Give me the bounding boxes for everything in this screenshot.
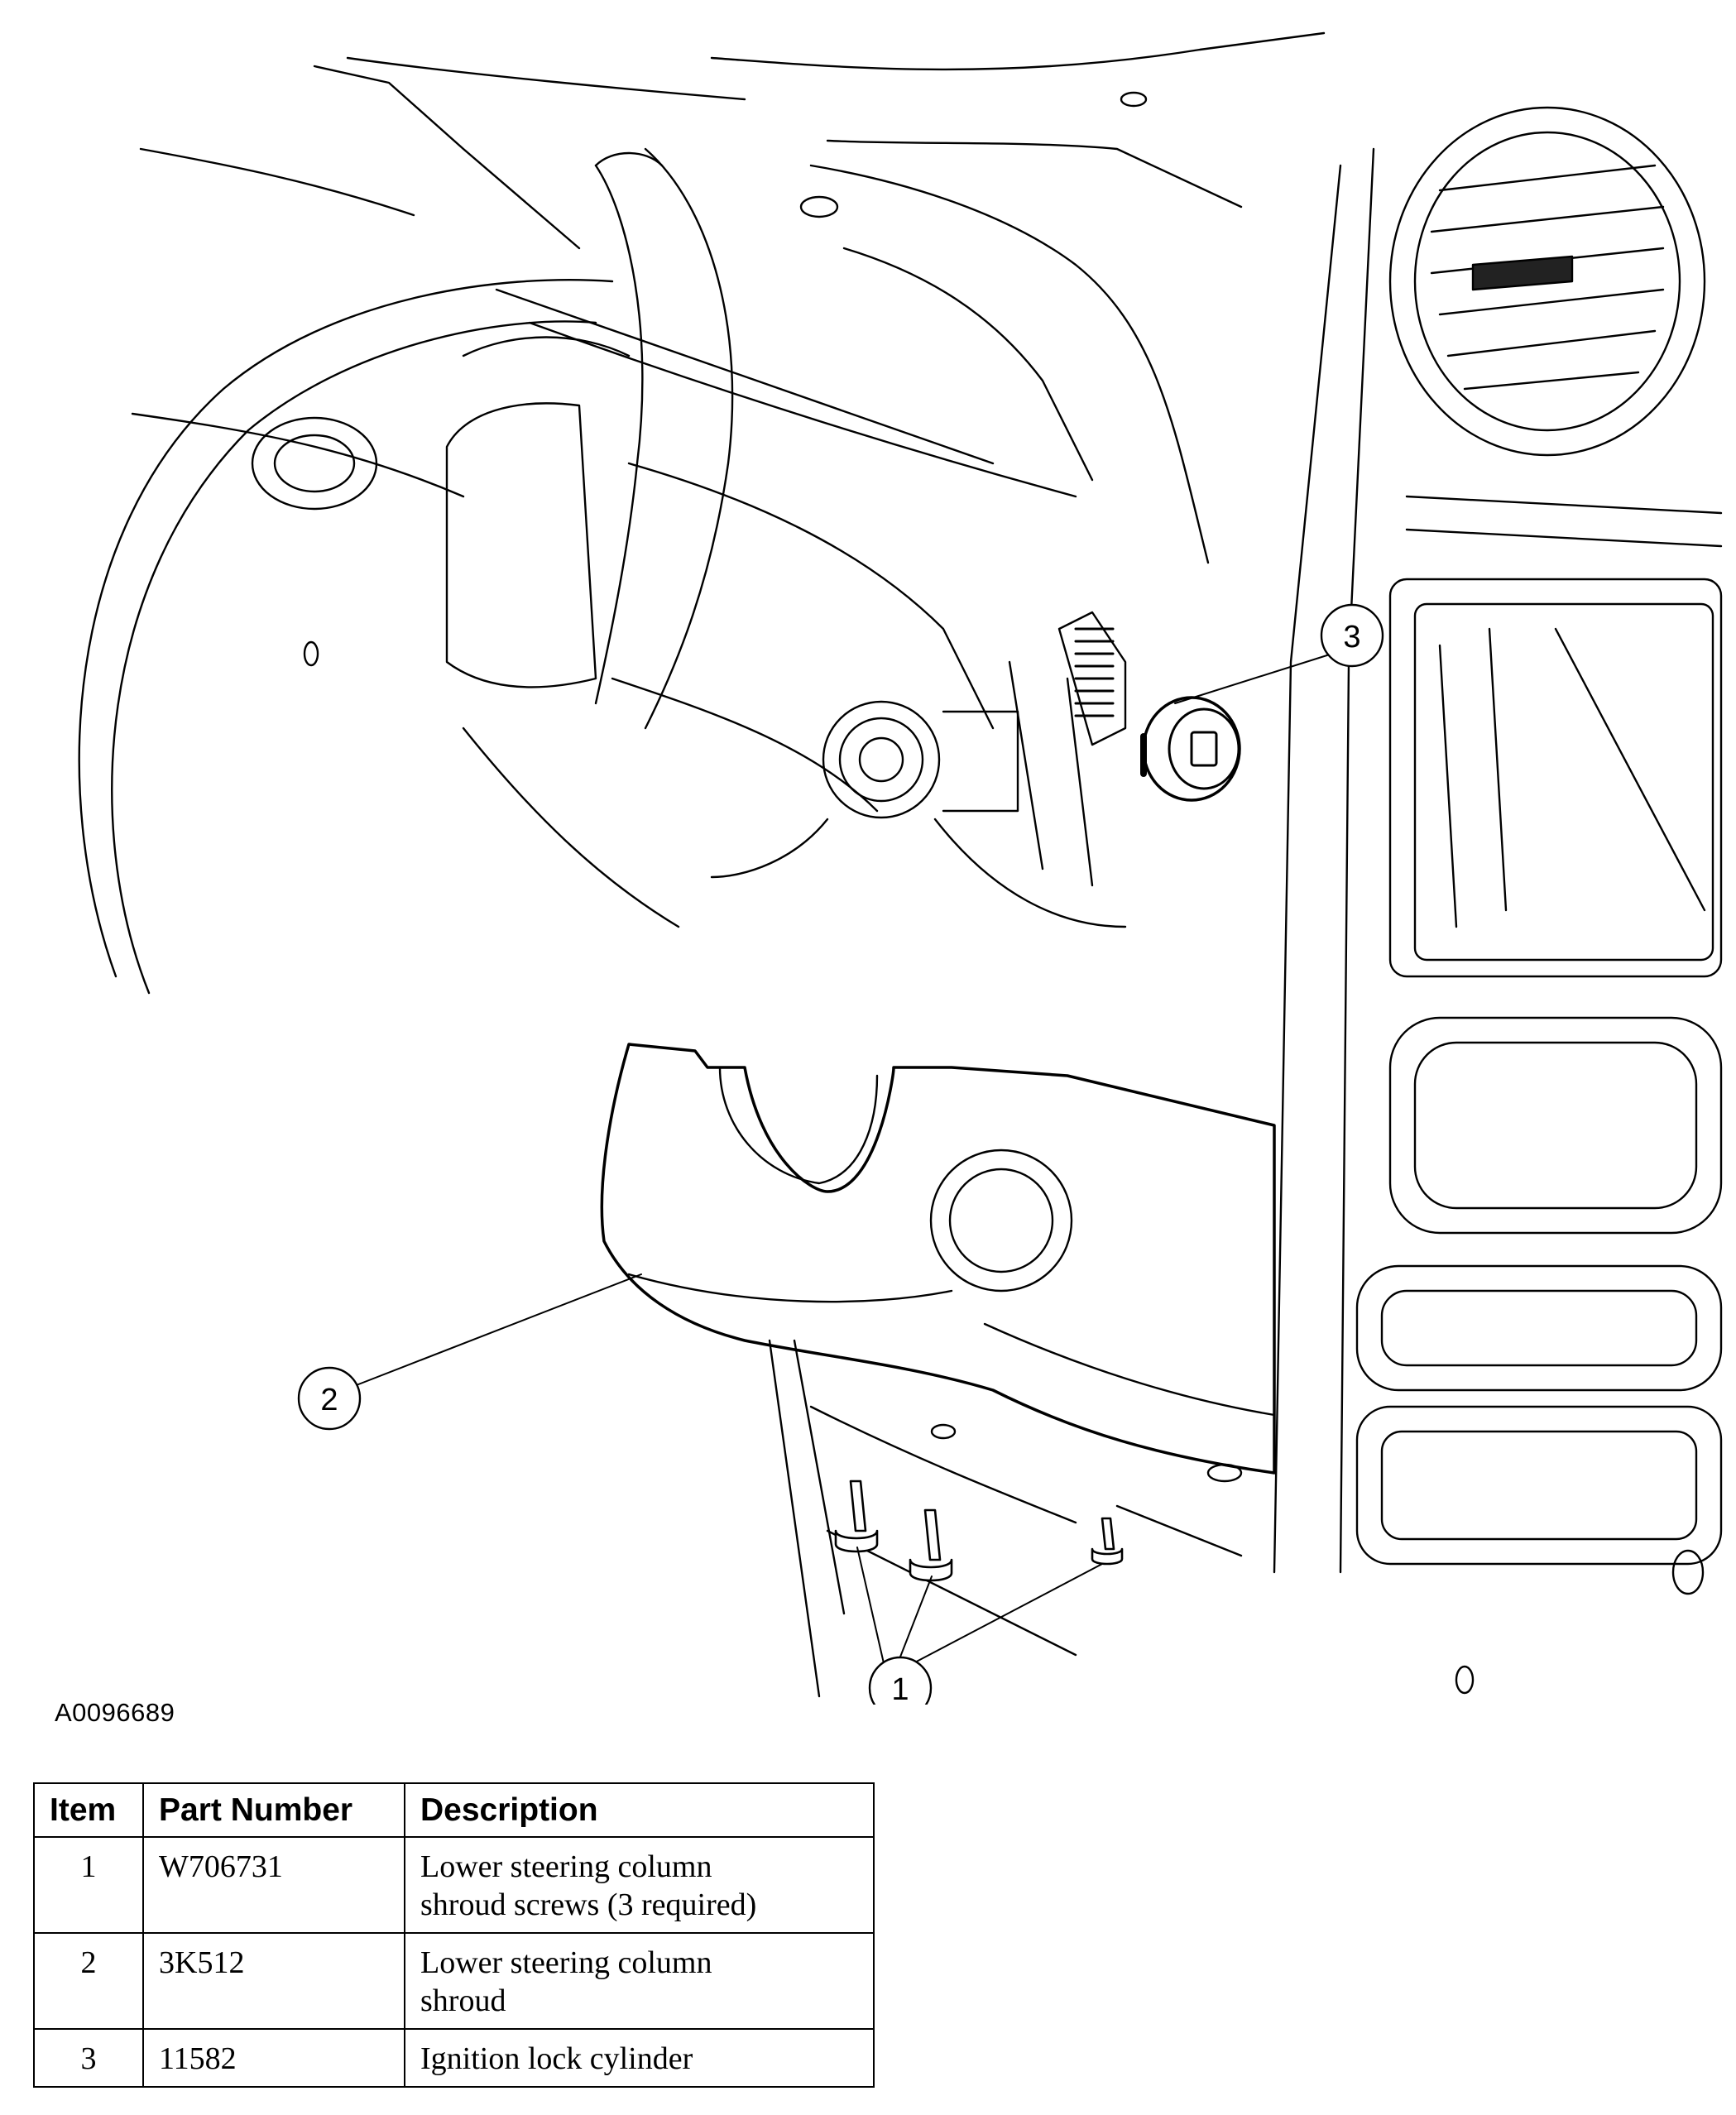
callout-1-label: 1 <box>891 1672 909 1705</box>
description-line: Ignition lock cylinder <box>420 2041 693 2076</box>
table-header-row: Item Part Number Description <box>33 1782 875 1838</box>
steering-wheel <box>78 147 995 995</box>
description-line: shroud screws (3 required) <box>420 1887 757 1922</box>
shroud-screws <box>834 1480 1124 1582</box>
lower-shroud <box>600 1043 1276 1475</box>
cell-description: Lower steering column shroud <box>404 1932 875 2030</box>
center-console <box>1273 147 1723 1695</box>
cell-item: 1 <box>33 1836 144 1934</box>
callout-1: 1 <box>868 1656 933 1705</box>
cell-item: 2 <box>33 1932 144 2030</box>
cell-part-number: 3K512 <box>142 1932 405 2030</box>
cell-description: Ignition lock cylinder <box>404 2028 875 2088</box>
header-description: Description <box>404 1782 875 1838</box>
callout-2-label: 2 <box>320 1383 338 1417</box>
header-part-number: Part Number <box>142 1782 405 1838</box>
screw-3 <box>1091 1517 1124 1566</box>
description-line: Lower steering column <box>420 1945 712 1980</box>
header-item: Item <box>33 1782 144 1838</box>
cell-part-number: 11582 <box>142 2028 405 2088</box>
screw-1 <box>834 1480 879 1553</box>
table-row: 1 W706731 Lower steering column shroud s… <box>33 1836 875 1934</box>
cell-description: Lower steering column shroud screws (3 r… <box>404 1836 875 1934</box>
parts-table: Item Part Number Description 1 W706731 L… <box>33 1782 875 2088</box>
cell-item: 3 <box>33 2028 144 2088</box>
air-vent <box>1388 106 1706 457</box>
steering-column-illustration: 1 2 3 <box>78 31 1723 1705</box>
lower-dash <box>768 1339 1243 1698</box>
illustration-id: A0096689 <box>55 1698 175 1727</box>
description-line: Lower steering column <box>420 1849 712 1884</box>
callout-3-label: 3 <box>1343 620 1360 655</box>
dashboard-outline <box>131 31 1326 564</box>
ignition-lock-cylinder <box>1057 611 1241 802</box>
table-row: 2 3K512 Lower steering column shroud <box>33 1932 875 2030</box>
description-line: shroud <box>420 1983 506 2018</box>
cell-part-number: W706731 <box>142 1836 405 1934</box>
callout-2: 2 <box>297 1366 362 1431</box>
screw-2 <box>909 1508 953 1582</box>
ignition-switch-assembly <box>710 660 1127 928</box>
leader-lines <box>353 653 1333 1666</box>
table-row: 3 11582 Ignition lock cylinder <box>33 2028 875 2088</box>
callout-3: 3 <box>1320 603 1384 668</box>
